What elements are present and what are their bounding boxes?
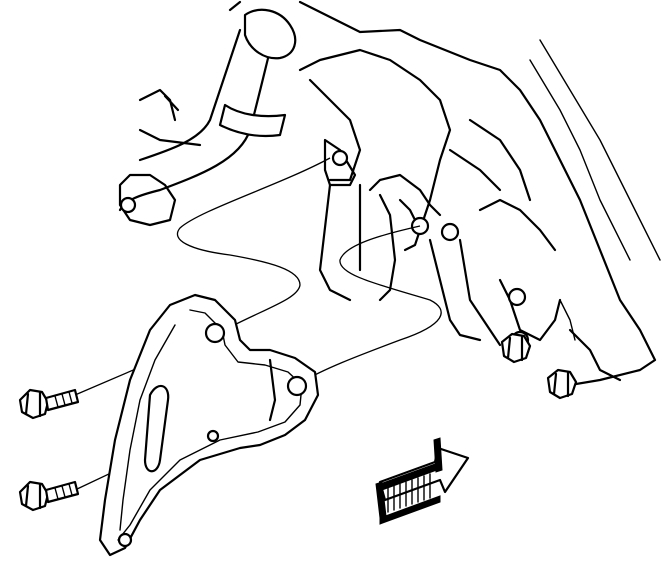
engine-block [228,0,661,387]
hose [118,8,297,227]
engine-bolt-right [546,368,578,400]
bolt-lower [18,480,80,512]
arrow-icon [375,437,470,525]
engine-bolt-left [500,332,532,364]
mounting-bracket [98,293,320,557]
bolt-upper [18,388,80,420]
